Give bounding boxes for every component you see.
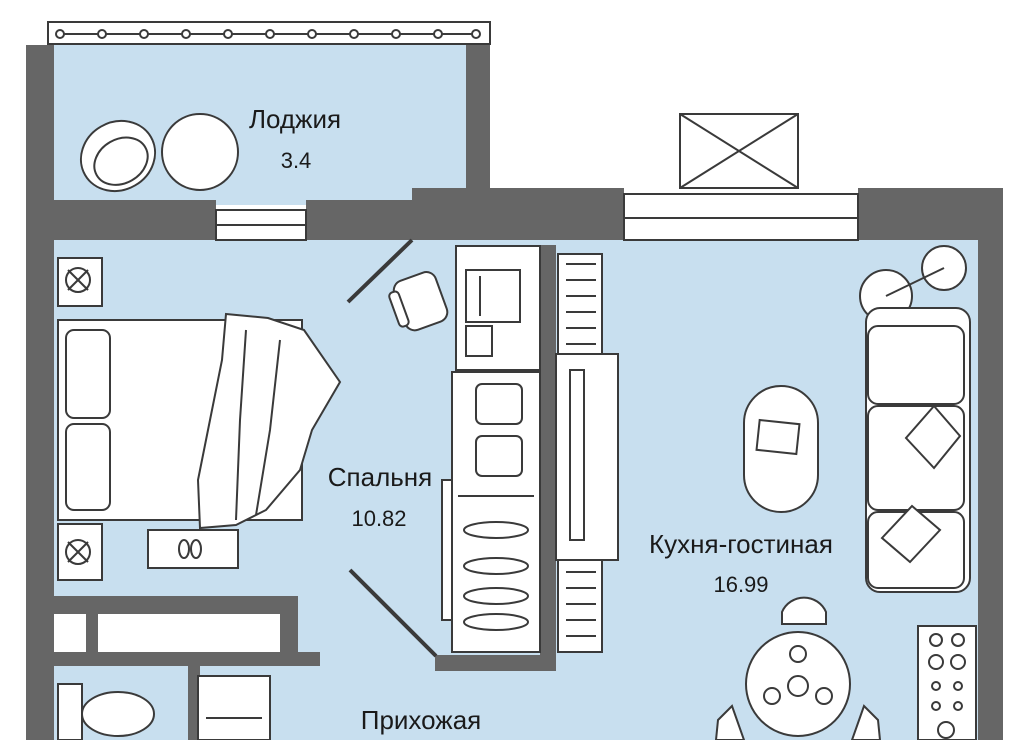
burner-icon — [951, 633, 965, 647]
office-chair — [388, 271, 449, 332]
burner-icon — [953, 701, 963, 711]
railing-post — [471, 29, 481, 39]
railing-post — [181, 29, 191, 39]
wall-left — [26, 45, 54, 740]
burner-icon — [931, 701, 941, 711]
railing-post — [307, 29, 317, 39]
railing-post — [391, 29, 401, 39]
sofa-cushion — [867, 325, 965, 405]
bedroom-furniture — [57, 238, 541, 658]
burner-icon — [953, 681, 963, 691]
wall-bathroom-top — [26, 596, 298, 614]
burner-icon — [929, 633, 943, 647]
round-table — [161, 113, 239, 191]
kitchen-furniture — [555, 245, 977, 740]
loggia-area-label: 3.4 — [281, 148, 312, 173]
burner-icon — [931, 681, 941, 691]
windows — [215, 113, 859, 241]
bedroom-area-label: 10.82 — [351, 506, 406, 531]
shaft-cross — [679, 113, 799, 189]
hanger-icon — [463, 557, 529, 575]
wall-bathroom-inner — [86, 610, 98, 660]
wall-right — [978, 188, 1003, 740]
wall-top-middle — [412, 188, 624, 240]
plate-icon — [763, 687, 781, 705]
kitchen-living-name-label: Кухня-гостиная — [649, 529, 833, 559]
folded-clothes-icon — [475, 383, 523, 425]
dining-chair — [781, 596, 827, 625]
blanket — [196, 312, 342, 530]
loggia-railing — [47, 21, 491, 45]
slipper-icon — [190, 539, 202, 559]
loggia-name-label: Лоджия — [249, 104, 341, 134]
bathroom-furniture — [57, 675, 271, 740]
slipper-icon — [178, 539, 190, 559]
wall-bathroom-right — [280, 596, 298, 666]
stove — [917, 625, 977, 740]
wall-partition-bottom — [435, 655, 556, 671]
wall-loggia-bottom-left — [26, 200, 216, 240]
pillow — [65, 329, 111, 419]
armchair — [79, 119, 157, 193]
sofa-pillow — [880, 504, 942, 564]
toilet-tank — [57, 683, 83, 740]
hanger-icon — [463, 521, 529, 539]
tv-stand — [555, 353, 619, 561]
plate-icon — [815, 687, 833, 705]
fan-blade — [67, 541, 89, 563]
tv-icon — [569, 369, 585, 541]
burner-icon — [937, 721, 955, 739]
bookshelf-bottom — [557, 559, 603, 653]
blanket-fold — [235, 329, 247, 521]
burner-icon — [950, 654, 966, 670]
railing-post — [433, 29, 443, 39]
wall-partition-bedroom-kitchen — [540, 245, 556, 670]
loggia-furniture — [79, 113, 239, 193]
room-labels: Лоджия 3.4 Спальня 10.82 Кухня-гостиная … — [249, 104, 833, 735]
laptop-icon — [465, 269, 521, 323]
blanket-fold — [255, 339, 281, 516]
hanger-icon — [463, 587, 529, 605]
notebook-icon — [465, 325, 493, 357]
walls — [26, 45, 1003, 740]
bedroom-name-label: Спальня — [328, 462, 432, 492]
sofa-pillow — [904, 404, 962, 470]
wall-loggia-right — [466, 45, 490, 205]
wall-bathroom-mid — [54, 652, 320, 666]
bedroom-door-swing — [348, 568, 438, 658]
floor-lamp-arm — [885, 267, 945, 297]
hanger-icon — [463, 613, 529, 631]
pillow — [65, 423, 111, 511]
railing-post — [349, 29, 359, 39]
toilet-bowl — [81, 691, 155, 737]
plate-icon — [789, 645, 807, 663]
fan-blade — [67, 269, 89, 291]
sofa-cushion — [867, 405, 965, 511]
railing-post — [55, 29, 65, 39]
wall-loggia-bottom-right — [306, 200, 416, 240]
folded-clothes-icon — [475, 435, 523, 477]
dining-chair — [714, 704, 746, 740]
railing-post — [139, 29, 149, 39]
railing-post — [223, 29, 233, 39]
railing-post — [97, 29, 107, 39]
kitchen-living-area-label: 16.99 — [713, 572, 768, 597]
wardrobe-door — [441, 479, 453, 621]
magazine-icon — [755, 418, 801, 456]
bedroom-door-swing — [346, 238, 414, 304]
hallway-name-label: Прихожая — [361, 705, 481, 735]
burner-icon — [928, 654, 944, 670]
plate-icon — [787, 675, 809, 697]
bath-cabinet — [197, 675, 271, 740]
bookshelf-top — [557, 253, 603, 355]
dining-chair — [850, 704, 882, 740]
railing-post — [265, 29, 275, 39]
